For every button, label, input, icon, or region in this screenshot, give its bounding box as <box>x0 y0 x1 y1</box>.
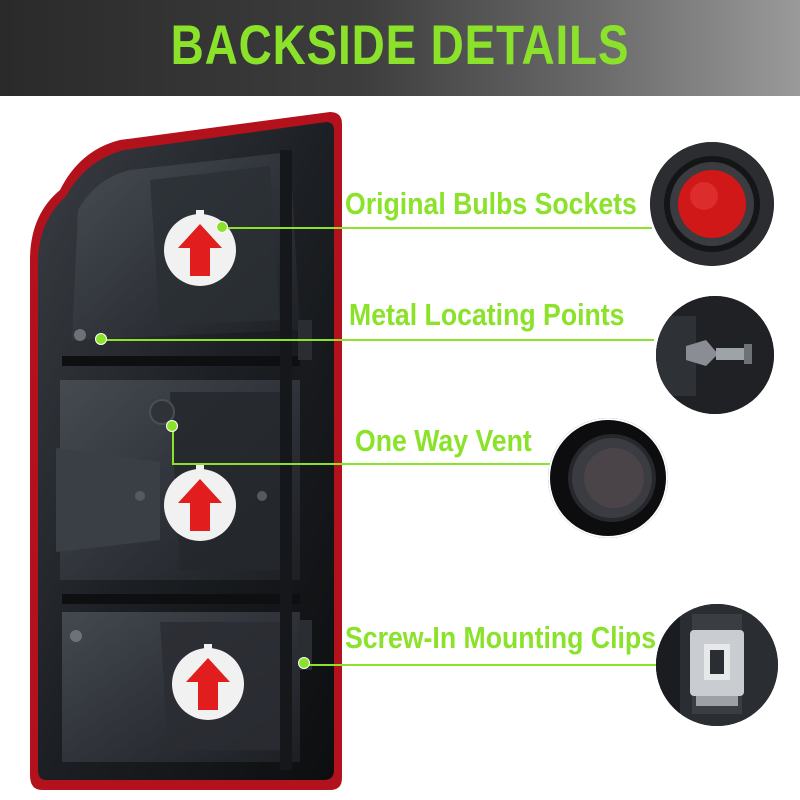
callout-line-sockets <box>222 227 652 229</box>
detail-metal-locating-point <box>656 296 774 414</box>
detail-mounting-clip <box>656 604 778 726</box>
page-title: BACKSIDE DETAILS <box>170 13 630 76</box>
bulb-socket-middle <box>164 465 236 541</box>
callout-dot-sockets <box>216 221 228 233</box>
label-screw-in-mounting-clips: Screw-In Mounting Clips <box>345 620 657 655</box>
callout-line-clips <box>306 664 656 666</box>
callout-dot-vent <box>166 420 178 432</box>
callout-line-vent-v <box>172 428 174 464</box>
callout-line-locating <box>104 339 654 341</box>
bulb-socket-bottom <box>172 644 244 720</box>
detail-bulb-socket <box>650 142 774 266</box>
header-banner: BACKSIDE DETAILS <box>0 0 800 96</box>
callout-dot-locating <box>95 333 107 345</box>
vent <box>149 399 175 425</box>
callout-dot-clips <box>298 657 310 669</box>
label-metal-locating-points: Metal Locating Points <box>349 297 625 332</box>
detail-one-way-vent <box>548 418 668 538</box>
callout-line-vent <box>172 463 550 465</box>
label-original-bulbs-sockets: Original Bulbs Sockets <box>345 186 637 221</box>
label-one-way-vent: One Way Vent <box>355 423 532 458</box>
